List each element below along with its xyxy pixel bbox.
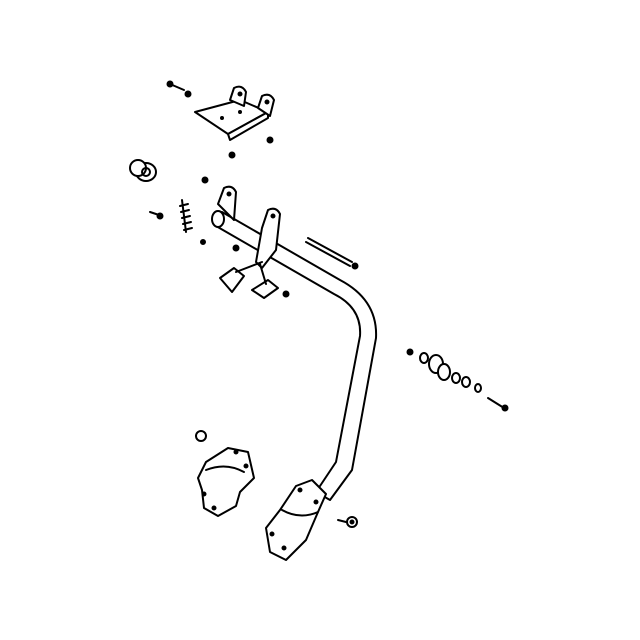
rubber-bushing: [129, 159, 157, 182]
clamp-bolt: [337, 516, 358, 528]
long-bolt: [305, 237, 359, 270]
bracket-nut: [228, 136, 274, 159]
pedal-pads: [219, 261, 279, 299]
bracket-bolt: [166, 80, 192, 98]
upper-clamp-left: [197, 447, 255, 517]
lower-clamp: [265, 479, 327, 561]
nut: [200, 239, 206, 245]
top-mounting-bracket: [194, 85, 275, 141]
side-bolt: [487, 397, 509, 412]
nut: [201, 176, 209, 184]
pivot-bolt: [149, 211, 164, 220]
washer-stack: [406, 348, 482, 393]
clamp-nut: [195, 430, 207, 442]
return-spring: [179, 199, 193, 233]
nut: [282, 290, 290, 298]
